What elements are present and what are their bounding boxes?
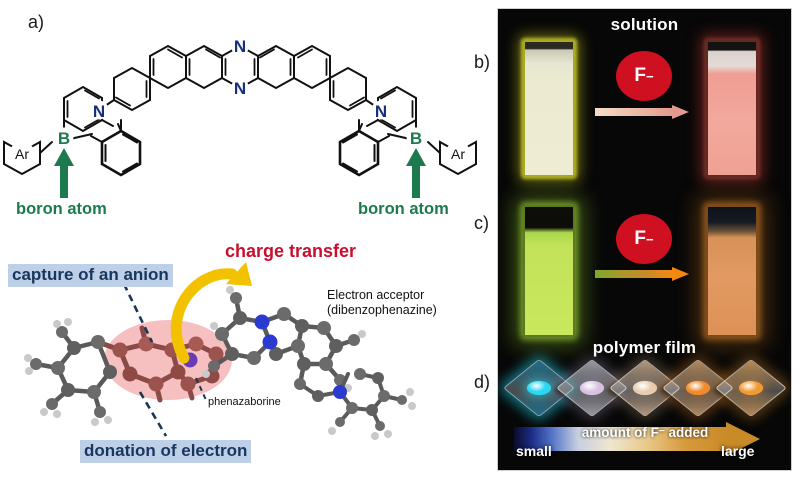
cuvette-emission-after xyxy=(706,205,758,337)
panel-letter-b: b) xyxy=(474,52,491,72)
fluoride-symbol: F xyxy=(634,65,646,86)
cuvette-solution-after xyxy=(706,40,758,177)
amount-caption-charge: − xyxy=(658,426,665,437)
atom-label-nitrogen-core-top: N xyxy=(234,37,246,56)
electron-acceptor-line2: (dibenzophenazine) xyxy=(327,302,437,317)
molecular-model-svg xyxy=(24,262,416,440)
leader-line-phenazaborine xyxy=(195,377,207,401)
chemical-structure-diagram: N N N N B B Ar Ar boron atom boron atom xyxy=(0,0,480,250)
panel-letter-c: c) xyxy=(474,213,489,233)
amount-caption: amount of F− added xyxy=(550,425,740,440)
film-chip-spot xyxy=(579,380,605,396)
leader-line-donation xyxy=(138,391,168,437)
transition-arrow-emission xyxy=(595,267,689,281)
fluoride-charge: − xyxy=(646,68,654,84)
title-solution: solution xyxy=(610,15,679,34)
panel-letter-d: d) xyxy=(474,372,491,392)
panel-letter-a: a) xyxy=(28,12,45,32)
amount-arrow-bar xyxy=(514,427,728,451)
film-chip-spot xyxy=(685,380,711,396)
amount-scale-large: large xyxy=(721,443,755,459)
cuvette-solution-before xyxy=(523,40,575,177)
charge-transfer-arrow xyxy=(170,262,252,364)
label-charge-transfer: charge transfer xyxy=(225,241,357,261)
label-capture-of-anion: capture of an anion xyxy=(8,264,173,287)
fluoride-badge-emission: F− xyxy=(616,214,672,264)
electron-acceptor-line1: Electron acceptor xyxy=(327,288,425,302)
amount-arrow-head xyxy=(726,422,760,456)
transition-arrow-solution xyxy=(595,105,689,119)
amount-scale-small: small xyxy=(516,443,552,459)
amount-caption-main: amount of F xyxy=(581,425,659,440)
fluoride-badge-solution: F− xyxy=(616,51,672,101)
boron-atom-label-left: boron atom xyxy=(16,200,107,218)
label-electron-acceptor: Electron acceptor (dibenzophenazine) xyxy=(327,288,437,318)
atom-label-boron-left: B xyxy=(58,129,70,148)
arrow-head xyxy=(672,105,689,119)
photograph-panel: solution F− F− polymer film amo xyxy=(497,8,792,471)
atom-label-aryl-right: Ar xyxy=(451,146,465,162)
atom-label-boron-right: B xyxy=(410,129,422,148)
boron-atom-label-right: boron atom xyxy=(358,200,449,218)
film-chip-spot xyxy=(526,380,552,396)
arrow-head xyxy=(672,267,689,281)
amount-gradient-arrow xyxy=(514,422,760,456)
film-chip-spot xyxy=(632,380,658,396)
atom-label-nitrogen-core-bottom: N xyxy=(234,79,246,98)
boron-pointer-arrow-right xyxy=(406,148,426,198)
label-donation-of-electron: donation of electron xyxy=(80,440,252,463)
nitrogen-atom-3d-3 xyxy=(333,385,347,399)
title-polymer-film: polymer film xyxy=(592,338,697,357)
right-tail-atoms xyxy=(294,368,416,440)
arrow-bar xyxy=(595,270,673,278)
dibenzophenazine-atoms xyxy=(202,286,366,392)
atom-label-aryl-left: Ar xyxy=(15,146,29,162)
fluoride-charge: − xyxy=(646,231,654,247)
film-chip-spot xyxy=(738,380,764,396)
atom-label-amine-left: N xyxy=(93,102,105,121)
label-phenazaborine: phenazaborine xyxy=(208,396,281,408)
film-chip-row xyxy=(498,358,791,419)
amount-caption-tail: added xyxy=(664,425,709,440)
aryl-group-atoms xyxy=(24,318,117,426)
atom-label-amine-right: N xyxy=(375,102,387,121)
nitrogen-atom-3d-2 xyxy=(262,334,278,350)
leader-line-capture xyxy=(122,283,154,343)
cuvette-emission-before xyxy=(523,205,575,337)
nitrogen-atom-3d-1 xyxy=(254,314,270,330)
boron-pointer-arrow-left xyxy=(54,148,74,198)
molecular-model-illustration xyxy=(0,232,480,479)
structure-svg: N N N N B B Ar Ar xyxy=(3,37,477,198)
fluoride-symbol: F xyxy=(634,228,646,249)
film-chip xyxy=(715,358,787,418)
arrow-bar xyxy=(595,108,673,116)
phenazaborine-atoms xyxy=(112,336,224,392)
